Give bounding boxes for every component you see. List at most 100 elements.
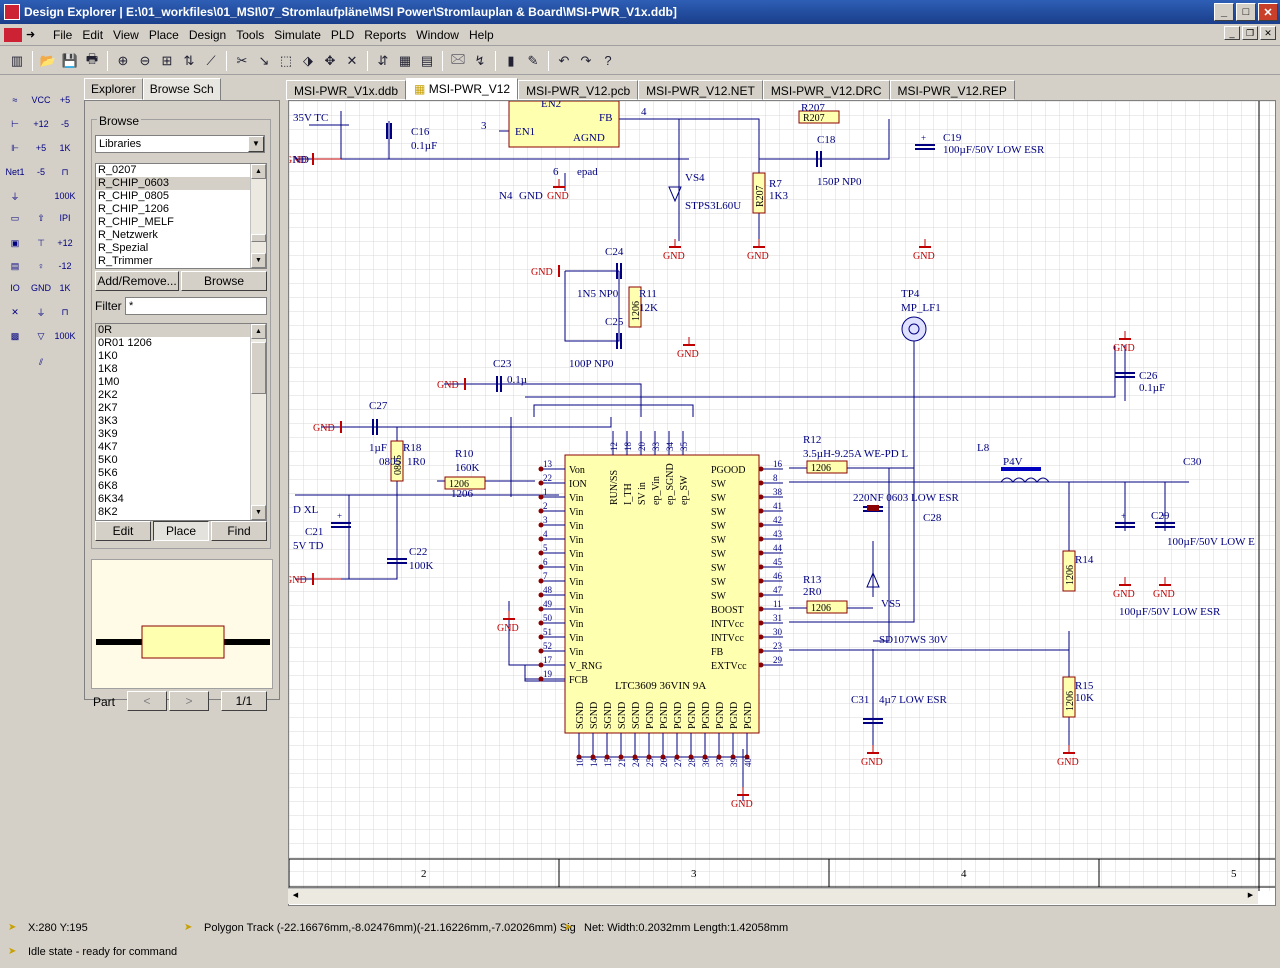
- tab-explorer[interactable]: Explorer: [84, 78, 143, 100]
- part-list-item[interactable]: 1K0: [98, 350, 118, 362]
- part-list-item[interactable]: 6K34: [98, 493, 124, 505]
- place-button[interactable]: Place: [153, 521, 209, 541]
- ground-icon[interactable]: ⏚: [10, 191, 20, 202]
- gnd-symbol-icon[interactable]: GND: [31, 283, 51, 293]
- explorer-toggle-icon[interactable]: ▥: [10, 52, 24, 68]
- scroll-thumb[interactable]: [251, 234, 266, 242]
- library-list-item[interactable]: R_Netzwerk: [98, 229, 158, 241]
- scroll-right-icon[interactable]: ▶: [1247, 892, 1254, 899]
- ipl-icon[interactable]: IPI: [59, 213, 71, 223]
- find-button[interactable]: Find: [211, 521, 267, 541]
- edit-button[interactable]: Edit: [95, 521, 151, 541]
- doc-minimize-button[interactable]: _: [1224, 26, 1240, 40]
- print-icon[interactable]: 🖶: [85, 50, 99, 66]
- scroll-up-icon[interactable]: ▲: [251, 324, 266, 339]
- part-list-item[interactable]: 6K8: [98, 480, 118, 492]
- library-scrollbar[interactable]: ▲ ▼: [250, 164, 266, 268]
- menu-pld[interactable]: PLD: [330, 27, 355, 42]
- minus5-power-icon[interactable]: -5: [36, 167, 45, 177]
- save-icon[interactable]: 💾: [61, 52, 79, 68]
- help-icon[interactable]: ?: [604, 53, 612, 68]
- plus5-icon[interactable]: +5: [59, 95, 71, 105]
- horizontal-scrollbar[interactable]: ◀ ▶: [288, 888, 1258, 904]
- tab-drc[interactable]: MSI-PWR_V12.DRC: [762, 80, 890, 100]
- menu-tools[interactable]: Tools: [236, 27, 265, 42]
- chevron-down-icon[interactable]: ▼: [248, 136, 264, 152]
- pulse-icon[interactable]: ⊓: [61, 166, 69, 177]
- document-icon[interactable]: [4, 27, 22, 42]
- menu-file[interactable]: File: [53, 27, 73, 42]
- zoom-sheet-icon[interactable]: ⊞: [161, 52, 173, 68]
- probe-point-icon[interactable]: ♀: [37, 261, 45, 271]
- part-prev-button[interactable]: <: [127, 691, 167, 711]
- tab-ddb[interactable]: MSI-PWR_V1x.ddb: [286, 80, 407, 100]
- library-list-item[interactable]: R_CHIP_1206: [98, 203, 169, 215]
- part-list-item[interactable]: 3K9: [98, 428, 118, 440]
- scroll-down-icon[interactable]: ▼: [251, 253, 266, 268]
- clock-1k-icon[interactable]: 1K: [59, 143, 71, 153]
- redo-icon[interactable]: ↷: [580, 52, 592, 68]
- undo-icon[interactable]: ↶: [558, 52, 570, 68]
- doc-restore-button[interactable]: ❐: [1242, 26, 1258, 40]
- cut-icon[interactable]: ✂: [236, 52, 248, 68]
- bus-icon[interactable]: ⊢: [11, 118, 19, 129]
- schematic-drawing[interactable]: 13Von22ION1Vin2Vin3Vin4Vin5Vin6Vin7Vin48…: [289, 101, 1276, 891]
- menu-design[interactable]: Design: [188, 27, 227, 42]
- digital-icon[interactable]: ⫽: [38, 356, 43, 367]
- drc-icon[interactable]: ▦: [398, 52, 412, 68]
- library-list-item[interactable]: R_CHIP_0805: [98, 190, 169, 202]
- menu-place[interactable]: Place: [148, 27, 179, 42]
- sheet-entry-icon[interactable]: ▤: [10, 260, 20, 271]
- part-list-item[interactable]: 5K0: [98, 454, 118, 466]
- menu-window[interactable]: Window: [416, 27, 459, 42]
- move-icon[interactable]: ✥: [324, 52, 336, 68]
- zoom-in-icon[interactable]: ⊕: [117, 52, 129, 68]
- plus5-power-icon[interactable]: +5: [35, 143, 47, 153]
- menu-edit[interactable]: Edit: [82, 27, 104, 42]
- maximize-button[interactable]: □: [1236, 3, 1256, 21]
- library-list-item[interactable]: R_CHIP_0603: [96, 177, 266, 190]
- library-list-item[interactable]: R_Trimmer: [98, 255, 153, 267]
- junction-icon[interactable]: ⊤: [37, 237, 45, 248]
- filter-input[interactable]: *: [125, 297, 267, 315]
- part-list-item[interactable]: 0R01 1206: [98, 337, 152, 349]
- tab-browse-sch[interactable]: Browse Sch: [142, 78, 221, 100]
- part-list-item[interactable]: 5K6: [98, 467, 118, 479]
- zoom-out-icon[interactable]: ⊖: [139, 52, 151, 68]
- part-list-item[interactable]: 8K2: [98, 506, 118, 518]
- tab-schematic[interactable]: ▦ MSI-PWR_V12: [406, 78, 519, 100]
- wire-icon[interactable]: ≈: [12, 95, 18, 105]
- minus5-icon[interactable]: -5: [60, 119, 69, 129]
- clear-icon[interactable]: ✕: [346, 52, 358, 68]
- browse-icon[interactable]: 🖂: [450, 50, 466, 66]
- library-icon[interactable]: ▮: [507, 52, 515, 68]
- port-icon[interactable]: ▭: [10, 212, 20, 223]
- library-list-item[interactable]: R_0207: [98, 164, 137, 176]
- tab-rep[interactable]: MSI-PWR_V12.REP: [889, 80, 1015, 100]
- io-port-icon[interactable]: IO: [10, 283, 20, 293]
- part-list-item[interactable]: 2K7: [98, 402, 118, 414]
- up-down-icon[interactable]: ⇵: [377, 52, 389, 68]
- bus-entry-icon[interactable]: ⊩: [11, 142, 19, 153]
- arrow-menu-icon[interactable]: ➜: [26, 29, 36, 41]
- menu-help[interactable]: Help: [468, 27, 494, 42]
- clock-100k-icon[interactable]: 100K: [54, 191, 76, 201]
- browse-button[interactable]: Browse: [181, 271, 267, 291]
- select-icon[interactable]: ⬚: [279, 52, 293, 68]
- scroll-down-icon[interactable]: ▼: [251, 505, 266, 520]
- vcc-icon[interactable]: VCC: [31, 95, 51, 105]
- arrow-up-icon[interactable]: ⇧: [37, 212, 45, 223]
- menu-view[interactable]: View: [113, 27, 139, 42]
- add-remove-button[interactable]: Add/Remove...: [95, 271, 179, 291]
- clock-1k-b-icon[interactable]: 1K: [59, 283, 71, 293]
- minus12-icon[interactable]: -12: [58, 261, 72, 271]
- paste-icon[interactable]: ↘: [258, 52, 270, 68]
- part-next-button[interactable]: >: [169, 691, 209, 711]
- probe-icon[interactable]: ↯: [474, 52, 486, 68]
- triangle-icon[interactable]: ▽: [37, 330, 45, 341]
- net-label-icon[interactable]: Net1: [5, 167, 25, 177]
- hierarchy-icon[interactable]: ⇅: [183, 52, 195, 68]
